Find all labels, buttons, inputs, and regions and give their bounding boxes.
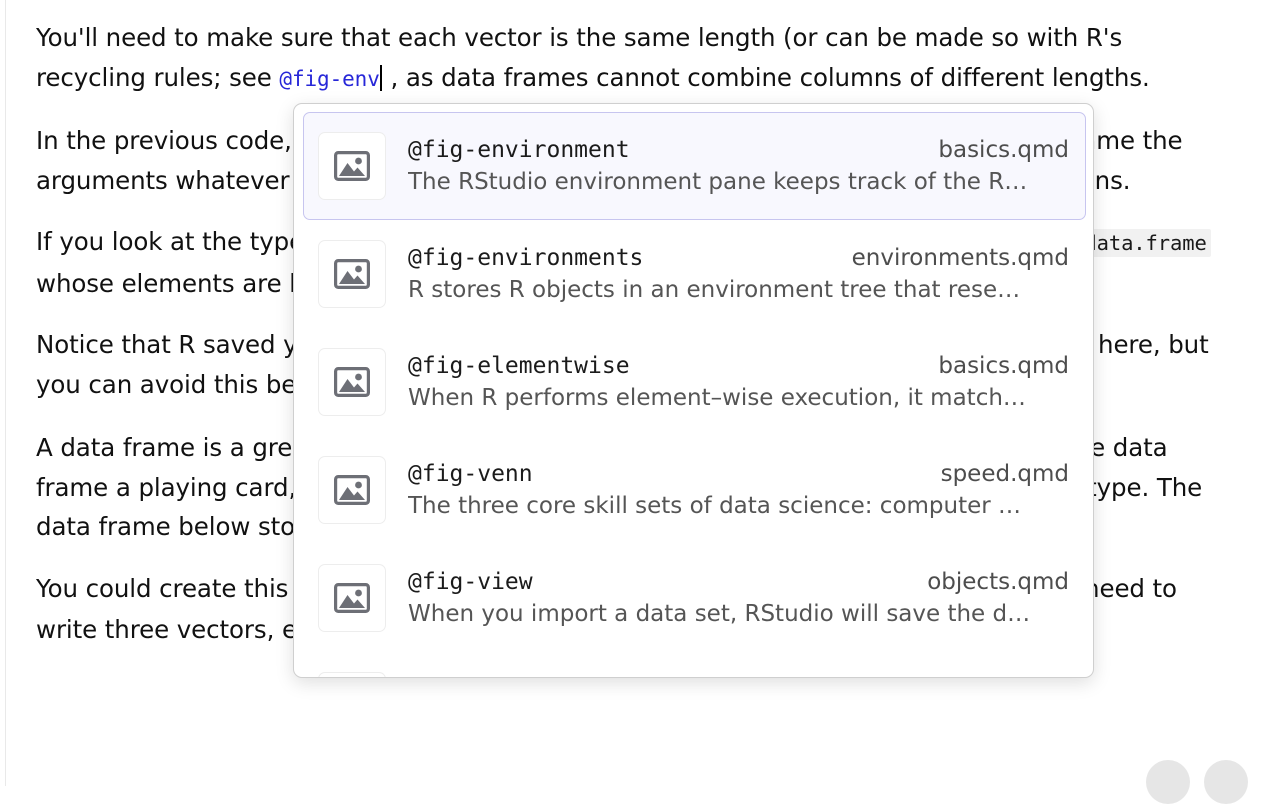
image-placeholder-icon — [318, 564, 386, 632]
completion-item-id: @fig-venn — [408, 461, 533, 487]
completion-item[interactable]: @fig-environments environments.qmd R store… — [303, 220, 1086, 328]
completion-item-header: @fig-view objects.qmd — [408, 569, 1069, 595]
editor-gutter-rule — [5, 0, 6, 786]
fab-left-button[interactable] — [1146, 760, 1190, 804]
completion-item-header: @fig-environment basics.qmd — [408, 137, 1069, 163]
completion-item-header: @fig-elementwise basics.qmd — [408, 353, 1069, 379]
image-placeholder-icon — [318, 240, 386, 308]
completion-item-file: speed.qmd — [940, 461, 1069, 487]
completion-item-description: When R performs element–wise execution, … — [408, 385, 1026, 411]
completion-item-file: basics.qmd — [938, 137, 1069, 163]
fab-right-button[interactable] — [1204, 760, 1248, 804]
text-caret — [379, 64, 382, 91]
paragraph-text: You'll need to make sure that each vecto… — [36, 23, 1123, 92]
image-placeholder-icon — [318, 348, 386, 416]
completion-item-id: @fig-elementwise — [408, 353, 630, 379]
cross-reference-token[interactable]: @fig-env — [279, 66, 380, 91]
image-placeholder-icon — [318, 672, 386, 677]
completion-item-header: @fig-environments environments.qmd — [408, 245, 1069, 271]
completion-item[interactable]: @fig-cutbasics.qmd — [303, 652, 1086, 677]
paragraph-text: , as data frames cannot combine columns … — [382, 62, 1150, 92]
paragraph: You'll need to make sure that each vecto… — [36, 18, 1232, 99]
inline-code: data.frame — [1080, 229, 1211, 257]
completion-item-description: The three core skill sets of data scienc… — [408, 493, 1022, 519]
completion-item-file: basics.qmd — [938, 353, 1069, 379]
completion-item-description: The RStudio environment pane keeps track… — [408, 169, 1028, 195]
completion-item-description: R stores R objects in an environment tre… — [408, 277, 1021, 303]
completion-item-description: When you import a data set, RStudio will… — [408, 601, 1031, 627]
completion-item-id: @fig-view — [408, 569, 533, 595]
image-placeholder-icon — [318, 456, 386, 524]
completion-item-file: environments.qmd — [851, 245, 1069, 271]
completion-item-id: @fig-environment — [408, 137, 630, 163]
image-placeholder-icon — [318, 132, 386, 200]
completion-item-text: @fig-environments environments.qmd R store… — [408, 245, 1069, 303]
completion-item-header: @fig-venn speed.qmd — [408, 461, 1069, 487]
completion-item-file: objects.qmd — [927, 569, 1069, 595]
completion-item-id: @fig-environments — [408, 245, 644, 271]
